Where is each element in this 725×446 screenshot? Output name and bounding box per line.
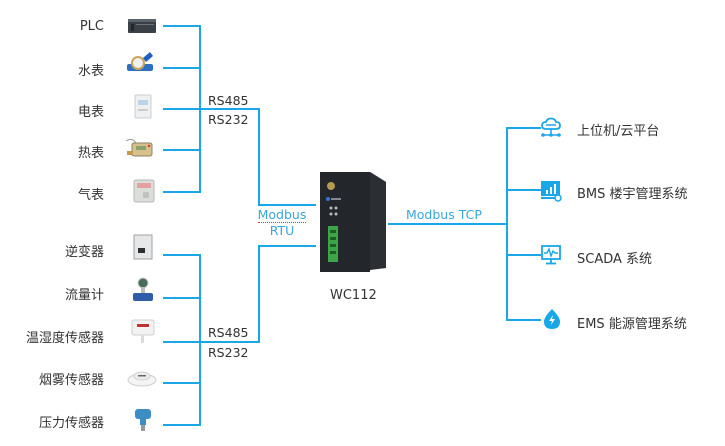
device-name-label: WC112 (330, 288, 377, 303)
bus-line (199, 254, 201, 426)
wc112-gateway-device (320, 172, 386, 272)
electric-meter-icon (134, 94, 152, 119)
device-label-heat-meter: 热表 (77, 146, 104, 161)
device-label-temp-humidity: 温湿度传感器 (25, 331, 104, 346)
protocol-rs232: RS232 (208, 345, 249, 360)
connector-line (163, 108, 201, 110)
modbus-rtu-line1: Modbus (257, 207, 307, 223)
monitor-pulse-icon (541, 245, 561, 265)
energy-drop-icon (544, 309, 560, 329)
device-label-water-meter: 水表 (77, 64, 104, 79)
device-label-inverter: 逆变器 (64, 245, 104, 260)
connector-line (163, 341, 201, 343)
device-label-smoke: 烟雾传感器 (38, 373, 104, 388)
bus-line (199, 341, 260, 343)
bus-line (258, 245, 260, 343)
system-label-ems: EMS 能源管理系统 (577, 317, 687, 332)
connector-line (163, 67, 201, 69)
connector-line (163, 382, 201, 384)
connector-line (506, 254, 541, 256)
device-label-gas-meter: 气表 (77, 188, 104, 203)
protocol-rs232: RS232 (208, 112, 249, 127)
plc-icon (128, 19, 156, 33)
system-label-cloud: 上位机/云平台 (577, 124, 660, 139)
modbus-rtu-label: Modbus RTU (255, 207, 309, 239)
bus-line (258, 108, 260, 206)
protocol-rs485: RS485 (208, 93, 249, 108)
device-label-flowmeter: 流量计 (64, 288, 104, 303)
flowmeter-icon (133, 277, 153, 301)
bus-line (258, 245, 316, 247)
inverter-icon (133, 234, 153, 260)
heat-meter-icon (125, 138, 153, 157)
modbus-rtu-line2: RTU (269, 223, 295, 238)
pressure-sensor-icon (135, 409, 151, 431)
connector-line (163, 149, 201, 151)
device-label-plc: PLC (79, 19, 104, 34)
connector-line (163, 25, 201, 27)
cloud-network-icon (541, 117, 561, 137)
device-label-pressure: 压力传感器 (38, 416, 104, 431)
connector-line (506, 189, 541, 191)
system-label-scada: SCADA 系统 (577, 252, 653, 267)
bus-line (258, 204, 316, 206)
system-label-bms: BMS 楼宇管理系统 (577, 187, 688, 202)
bus-line (506, 127, 508, 320)
bms-chart-icon (541, 181, 562, 202)
protocol-rs485: RS485 (208, 325, 249, 340)
connector-line (506, 127, 541, 129)
temp-humidity-sensor-icon (131, 319, 155, 343)
gas-meter-icon (133, 179, 155, 203)
bus-line (199, 108, 260, 110)
tcp-bus-line (388, 223, 508, 225)
water-meter-icon (127, 52, 153, 71)
connector-line (163, 297, 201, 299)
connector-line (163, 254, 201, 256)
connector-line (506, 319, 541, 321)
modbus-tcp-label: Modbus TCP (406, 207, 482, 222)
connector-line (163, 191, 201, 193)
smoke-sensor-icon (127, 371, 157, 387)
connector-line (163, 424, 201, 426)
device-label-electric-meter: 电表 (77, 105, 104, 120)
